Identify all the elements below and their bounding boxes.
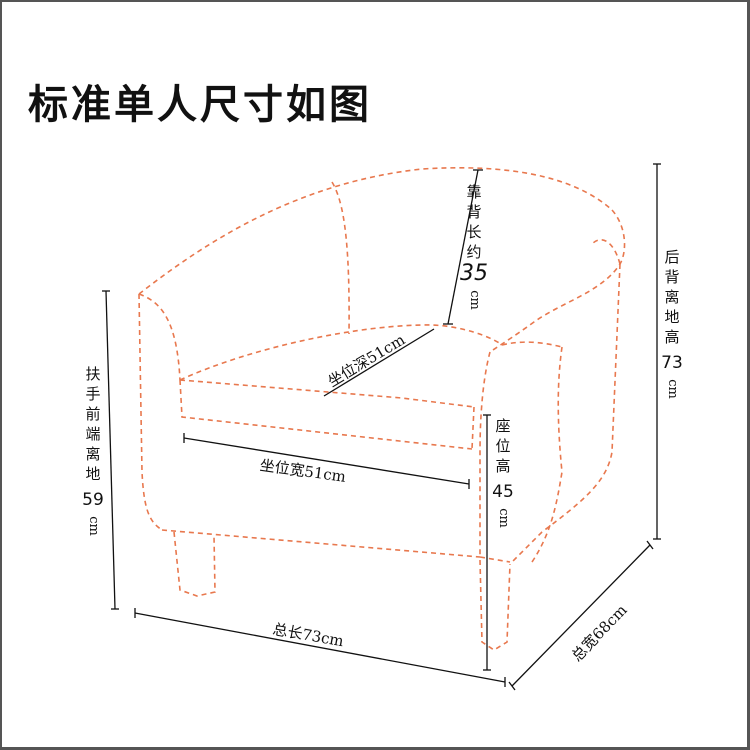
seat-height-label: 座位高 45 cm [492, 417, 514, 528]
dimension-lines [102, 163, 661, 691]
back-height-label: 后背离地高 73 cm [661, 248, 683, 399]
back-length-label: 靠背长约 35 cm [460, 183, 488, 310]
page-title: 标准单人尺寸如图 [28, 81, 372, 128]
sofa-outline [138, 167, 626, 651]
arm-height-label: 扶手前端离地 59 cm [82, 365, 104, 536]
